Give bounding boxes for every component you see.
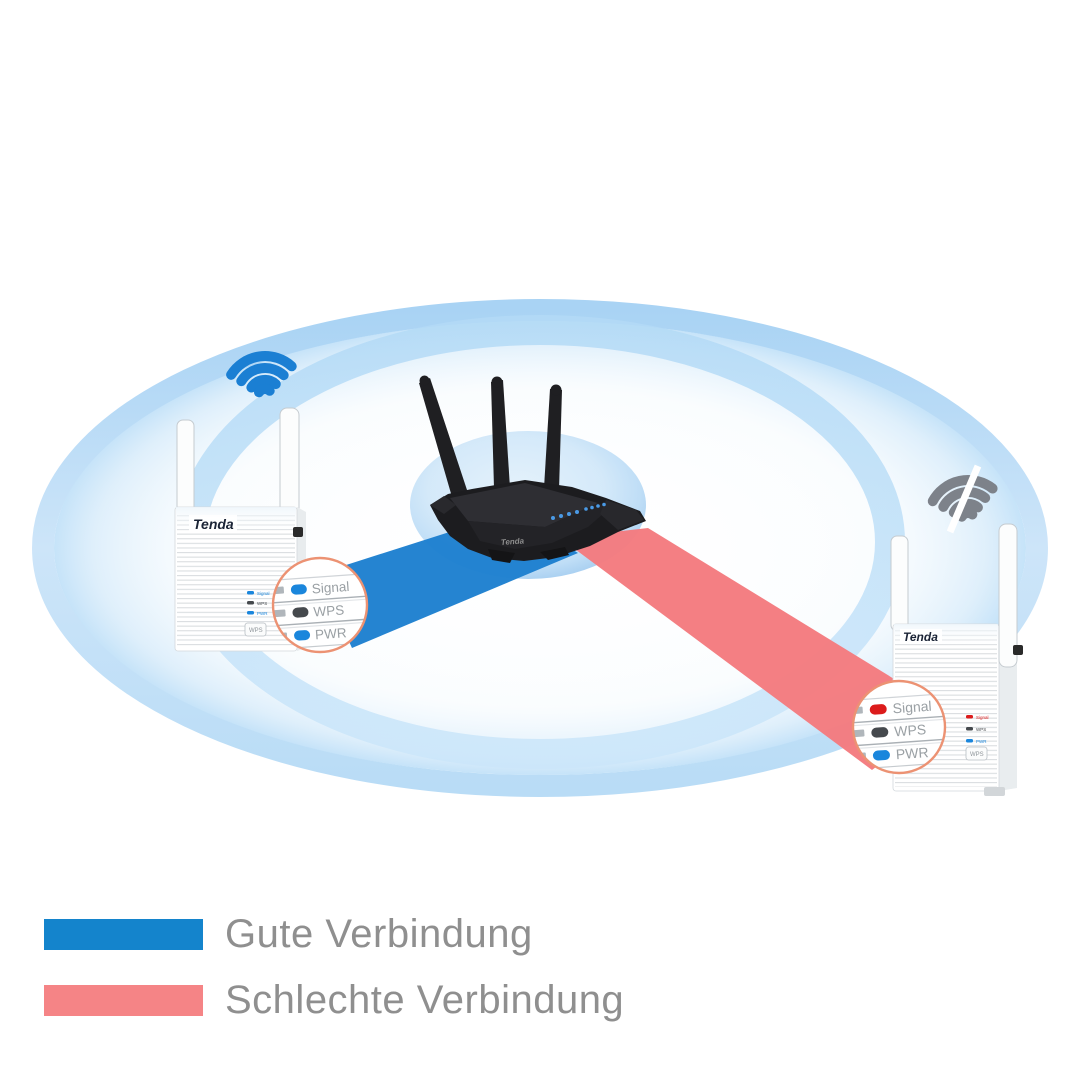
- router-foot-left: [488, 549, 515, 563]
- connection-legend: Gute Verbindung Schlechte Verbindung: [44, 912, 624, 1051]
- wifi-signal-broken-icon: [927, 464, 998, 534]
- good-connection-label: Gute Verbindung: [225, 912, 533, 956]
- callout-right-signal-label: Signal: [892, 698, 932, 717]
- good-connection-swatch: [44, 919, 203, 950]
- callout-left-wps-label: WPS: [313, 602, 345, 619]
- repeater-right-antenna-1: [890, 535, 909, 632]
- repeater-right-mini-leds: Signal WPS PWR: [966, 715, 989, 744]
- repeater-right-foot: [984, 787, 1005, 796]
- outer-ring: [32, 299, 1048, 797]
- bad-connection-label: Schlechte Verbindung: [225, 978, 625, 1022]
- repeater-left-wps-button[interactable]: [244, 622, 267, 637]
- bad-connection-swatch: [44, 985, 203, 1016]
- wifi-signal-good-icon: [226, 351, 297, 398]
- router-right-wing: [600, 500, 644, 530]
- router-front-facet: [468, 503, 610, 549]
- legend-item-good: Gute Verbindung: [44, 912, 624, 956]
- repeater-right-wps-label: WPS: [970, 752, 984, 758]
- repeater-right-antenna-hinge: [1013, 645, 1023, 655]
- repeater-left-logo-plate: [189, 515, 237, 532]
- repeater-left-ridges: [177, 513, 295, 647]
- legend-item-bad: Schlechte Verbindung: [44, 978, 624, 1022]
- router-foot-right: [540, 547, 569, 560]
- led-callout-left: Signal WPS PWR: [271, 556, 369, 654]
- callout-left-signal-label: Signal: [311, 579, 349, 597]
- svg-text:PWR: PWR: [976, 739, 987, 744]
- repeater-right-brand-logo: Tenda: [903, 630, 938, 644]
- led-callout-right: Signal WPS PWR: [851, 679, 947, 775]
- repeater-left-antenna-hinge: [293, 527, 303, 537]
- svg-text:WPS: WPS: [976, 727, 986, 732]
- bad-connection-beam: [560, 528, 948, 770]
- wifi-broken-slash: [946, 464, 982, 534]
- callout-right-pwr-label: PWR: [895, 744, 929, 762]
- svg-text:PWR: PWR: [257, 611, 268, 616]
- svg-text:Signal: Signal: [976, 715, 989, 720]
- repeater-left-wps-label: WPS: [249, 628, 263, 634]
- callout-left-ring: [271, 556, 369, 654]
- repeater-left-brand-logo: Tenda: [193, 516, 234, 532]
- wifi-router: Tenda: [419, 375, 646, 563]
- router-status-leds: [551, 502, 606, 520]
- repeater-left-mini-leds: Signal WPS PWR: [247, 591, 270, 616]
- router-left-wing: [430, 496, 456, 514]
- router-antennas: [419, 375, 562, 497]
- repeater-right-antenna-2: [998, 523, 1018, 668]
- callout-right-wps-label: WPS: [894, 721, 927, 739]
- router-brand-logo: Tenda: [501, 536, 525, 547]
- svg-text:WPS: WPS: [257, 601, 267, 606]
- callout-left-pwr-label: PWR: [315, 625, 348, 642]
- callout-right-ring: [851, 679, 947, 775]
- svg-text:Signal: Signal: [257, 591, 270, 596]
- repeater-right-logo-plate: [900, 629, 942, 644]
- repeater-right-wps-button[interactable]: [965, 746, 988, 761]
